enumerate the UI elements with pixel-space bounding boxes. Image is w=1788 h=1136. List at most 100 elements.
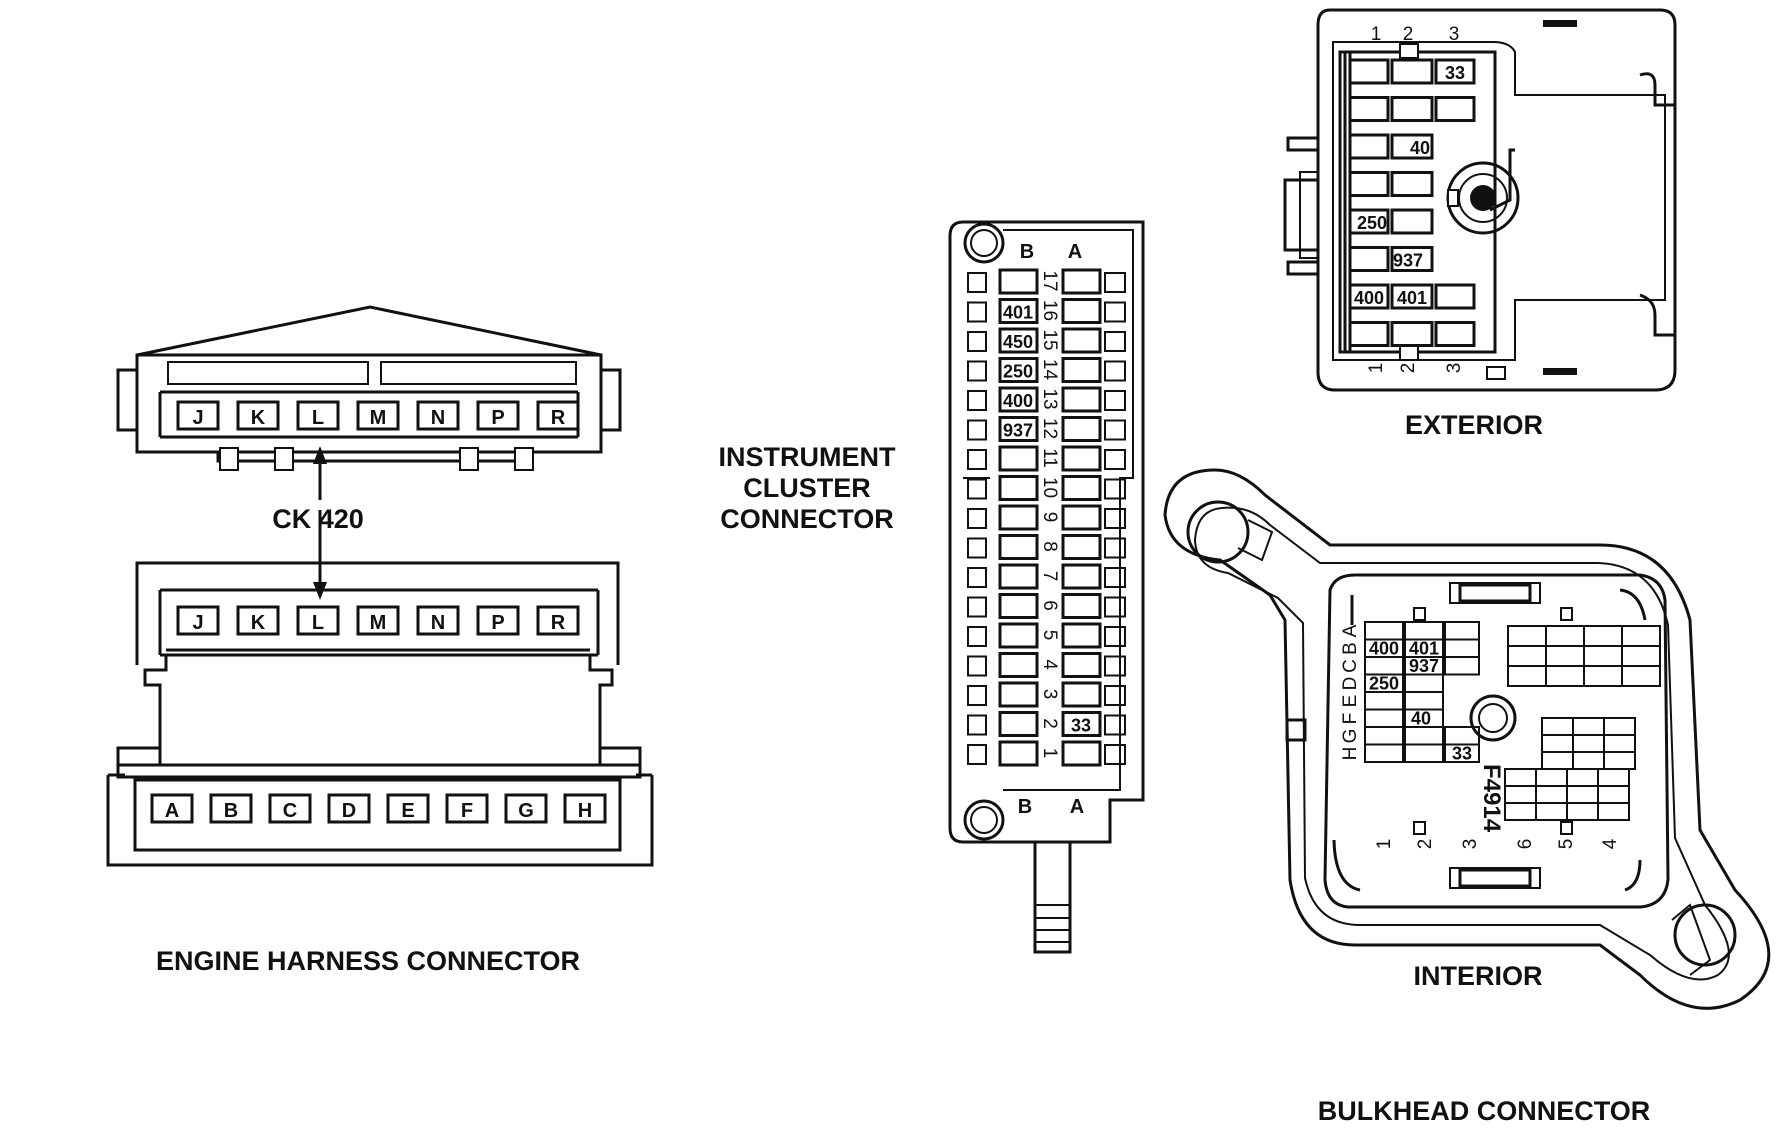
- exterior-cavity: [1348, 96, 1390, 122]
- cluster-row-label-a-bottom: A: [1070, 796, 1084, 818]
- cluster-outer-a-cell: [1104, 301, 1126, 323]
- interior-cavity: [1566, 802, 1599, 821]
- cluster-b-cavity: [998, 711, 1039, 737]
- engine-mating-cavity: [536, 605, 580, 636]
- engine-top-cavity-label: J: [192, 407, 203, 429]
- exterior-column-number-bottom: 1: [1366, 363, 1387, 374]
- cluster-a-cavity: [1061, 357, 1102, 383]
- cluster-outer-b-cell: [967, 360, 987, 382]
- engine-top-cavity: [296, 400, 340, 431]
- arrow-up-icon: [313, 446, 327, 464]
- interior-row-letter: C: [1340, 659, 1361, 673]
- interior-cavity: [1572, 734, 1605, 753]
- cluster-b-cavity: [998, 416, 1039, 442]
- exterior-cavity: [1390, 246, 1434, 272]
- interior-cavity: [1364, 656, 1404, 676]
- cluster-b-cavity: [998, 652, 1039, 678]
- engine-mating-cavity: [236, 605, 280, 636]
- cluster-pin-number: 10: [1039, 477, 1060, 498]
- interior-tab: [1560, 821, 1573, 835]
- cluster-outer-b-cell: [967, 390, 987, 411]
- engine-circuit-label: CK 420: [272, 504, 364, 534]
- exterior-cavity: [1434, 96, 1476, 122]
- engine-bottom-cavity: [504, 793, 548, 824]
- interior-cavity: [1444, 656, 1480, 676]
- cluster-outer-b-cell: [967, 567, 987, 588]
- cluster-a-cavity: [1061, 327, 1102, 354]
- interior-row-letter: H: [1340, 747, 1361, 761]
- exterior-cavity: [1390, 133, 1434, 160]
- engine-top-cavity: [176, 400, 220, 431]
- engine-mating-cavity-label: M: [370, 612, 387, 634]
- interior-cavity: [1364, 691, 1404, 711]
- cluster-b-cavity: [998, 475, 1039, 501]
- cluster-pin-number: 8: [1039, 541, 1060, 552]
- cluster-outer-a-cell: [1104, 744, 1126, 765]
- interior-cavity: [1621, 625, 1661, 647]
- exterior-cavity: [1348, 133, 1390, 160]
- exterior-cavity: [1434, 283, 1476, 310]
- interior-cavity: [1541, 751, 1574, 770]
- cluster-pin-number: 3: [1039, 689, 1060, 700]
- exterior-cavity: [1434, 321, 1476, 347]
- cluster-outer-a-cell: [1104, 272, 1126, 293]
- cluster-pin-number: 11: [1039, 448, 1060, 468]
- cluster-b-cavity: [998, 534, 1039, 560]
- cluster-outer-a-cell: [1104, 685, 1126, 706]
- cluster-b-cavity: [998, 327, 1039, 354]
- cluster-outer-b-cell: [967, 537, 987, 559]
- exterior-column-number-top: 3: [1449, 24, 1460, 45]
- interior-cavity: [1504, 785, 1537, 804]
- engine-mating-cavity-label: J: [192, 612, 203, 634]
- engine-bottom-cavity: [268, 793, 312, 824]
- engine-bottom-cavity: [386, 793, 430, 824]
- exterior-cavity: [1348, 283, 1390, 310]
- interior-circuit: 400: [1369, 639, 1399, 659]
- exterior-circuit: 40: [1410, 138, 1430, 158]
- interior-cavity: [1603, 717, 1636, 736]
- cluster-outer-a-cell: [1104, 655, 1126, 677]
- cluster-outer-a-cell: [1104, 360, 1126, 382]
- cluster-pin-number: 16: [1039, 300, 1060, 321]
- cluster-outer-b-cell: [967, 744, 987, 765]
- interior-tab: [1413, 821, 1426, 835]
- engine-bottom-cavity-label: A: [165, 800, 179, 822]
- interior-circuit: 250: [1369, 674, 1399, 694]
- cluster-a-cavity: [1061, 711, 1102, 737]
- cluster-outer-a-cell: [1104, 567, 1126, 588]
- engine-bottom-cavity: [445, 793, 489, 824]
- cluster-outer-b-cell: [967, 714, 987, 736]
- exterior-cavity: [1390, 58, 1434, 85]
- interior-cavity: [1444, 743, 1480, 763]
- engine-mating-cavity-label: L: [312, 612, 324, 634]
- interior-column-number: 4: [1600, 838, 1621, 849]
- exterior-cavity: [1390, 208, 1434, 235]
- cluster-a-cavity: [1061, 475, 1102, 501]
- interior-cavity: [1597, 785, 1630, 804]
- engine-bottom-cavity-label: G: [518, 800, 534, 822]
- interior-cavity: [1541, 717, 1574, 736]
- cluster-pin-number: 2: [1039, 718, 1060, 729]
- cluster-a-cavity: [1061, 563, 1102, 590]
- engine-top-cavity: [356, 400, 400, 431]
- exterior-cavity: [1348, 208, 1390, 235]
- cluster-a-cavity: [1061, 268, 1102, 295]
- cluster-a-cavity: [1061, 681, 1102, 708]
- cluster-a-circuit: 33: [1071, 716, 1091, 736]
- cluster-pin-number: 1: [1039, 748, 1060, 759]
- cluster-a-cavity: [1061, 386, 1102, 413]
- interior-row-letter: A: [1340, 624, 1361, 637]
- engine-mating-cavity-label: N: [431, 612, 445, 634]
- cluster-b-circuit: 400: [1003, 391, 1033, 411]
- cluster-b-cavity: [998, 357, 1039, 383]
- exterior-circuit: 400: [1354, 288, 1384, 308]
- engine-bottom-cavity: [209, 793, 253, 824]
- exterior-circuit: 937: [1393, 251, 1423, 271]
- cluster-a-cavity: [1061, 740, 1102, 767]
- interior-tab: [1413, 607, 1426, 621]
- interior-cavity: [1583, 625, 1623, 647]
